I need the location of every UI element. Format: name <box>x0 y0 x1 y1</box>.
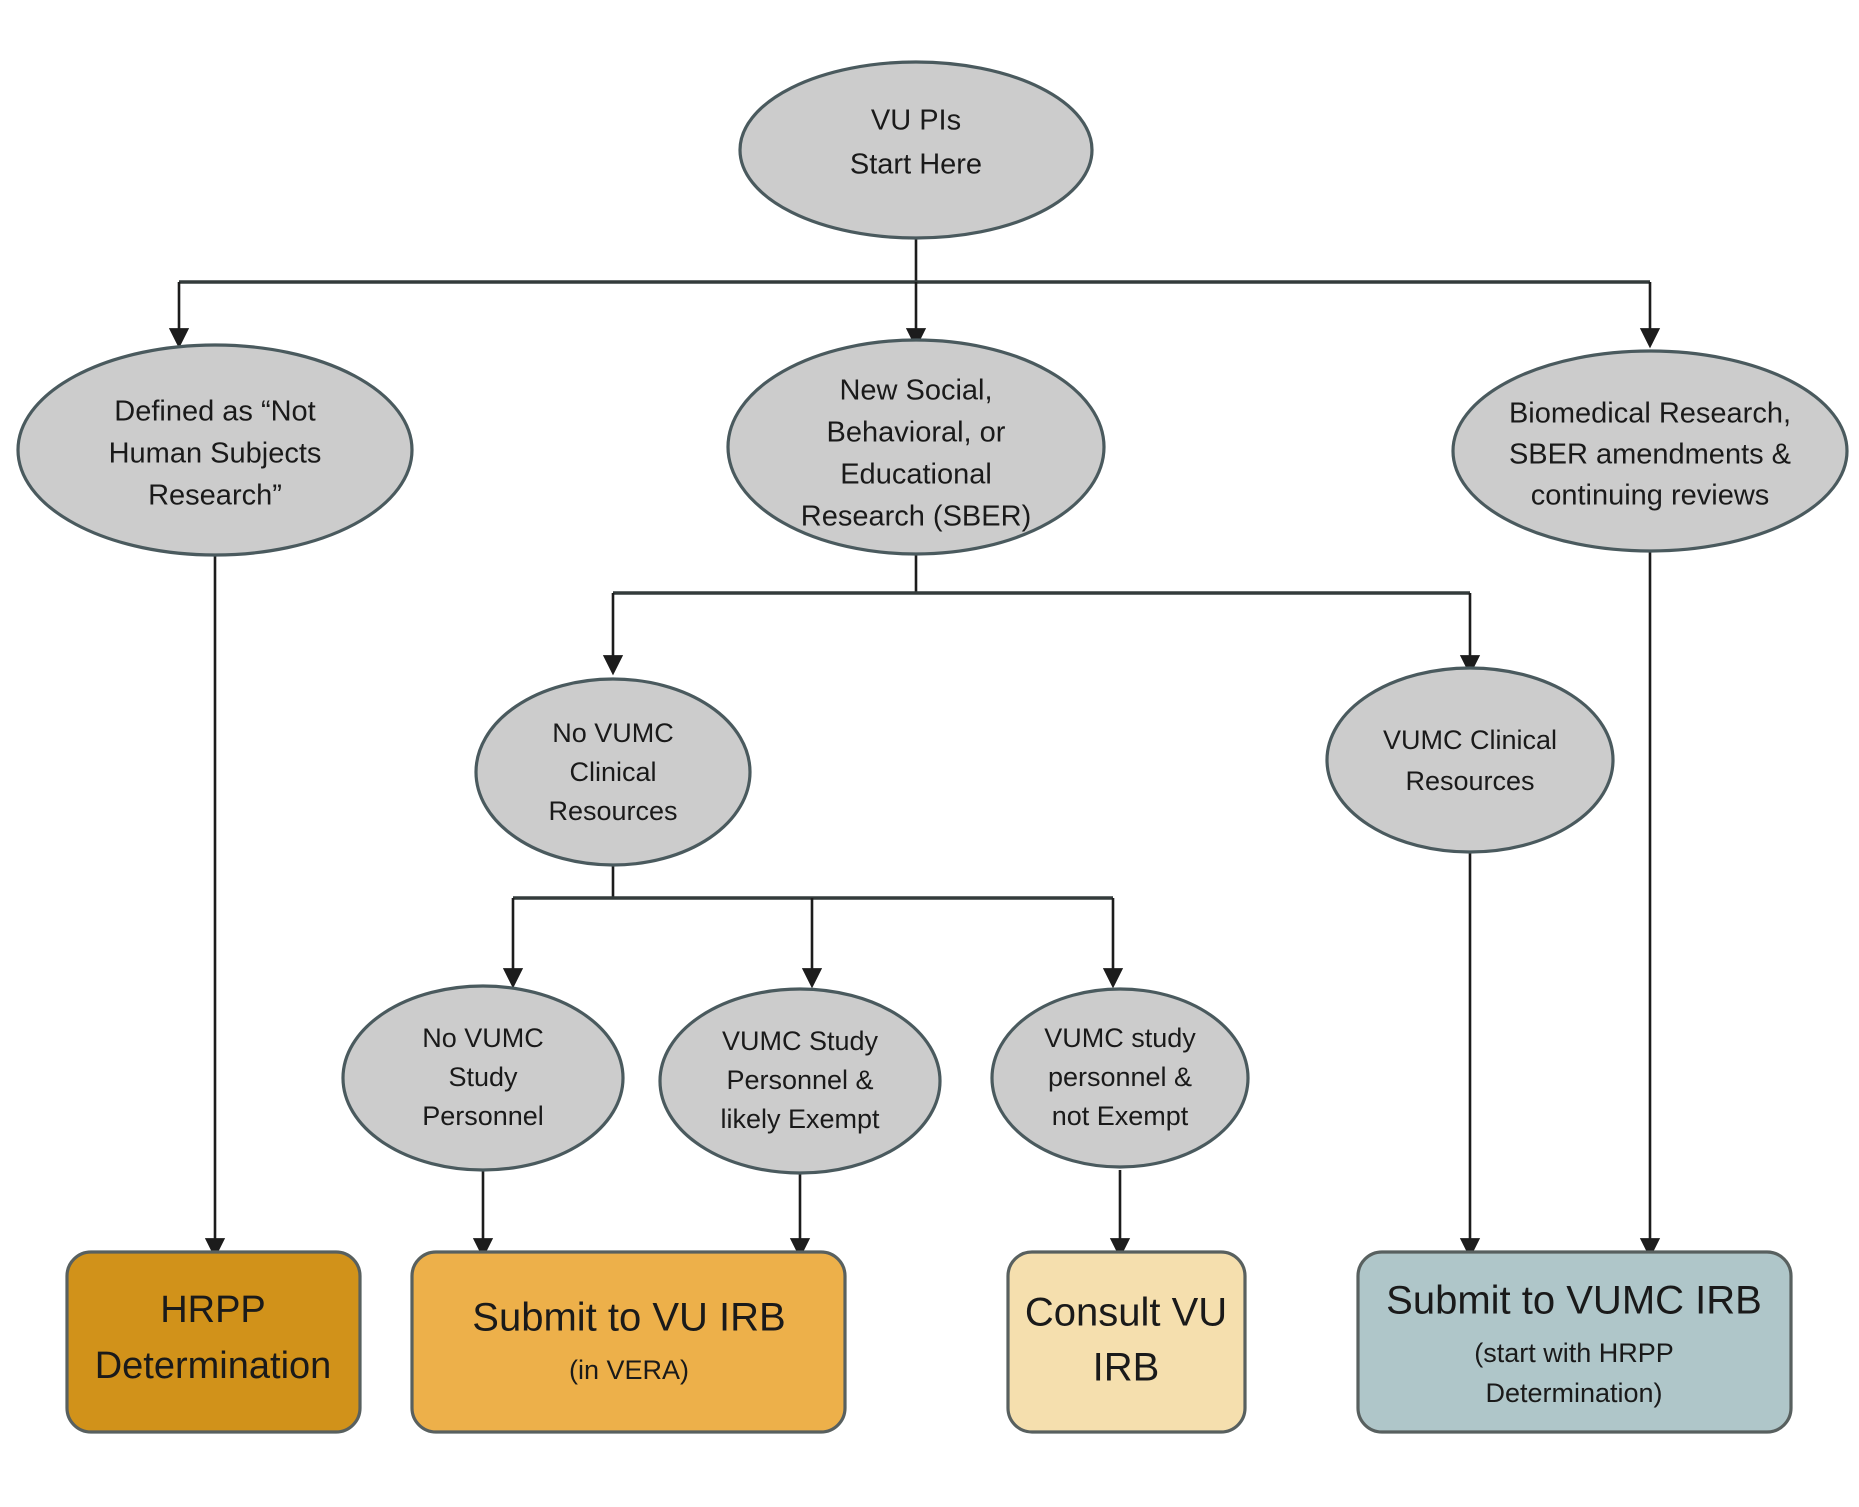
node-label-line: Submit to VU IRB <box>472 1296 785 1340</box>
node-vumc-study-personnel-not-exempt[interactable]: VUMC study personnel & not Exempt <box>990 987 1250 1169</box>
node-label-line: VUMC study <box>1044 1023 1196 1053</box>
node-label-line: VUMC Study <box>722 1026 879 1056</box>
node-sublabel-line: (in VERA) <box>569 1355 689 1385</box>
node-label-line: Biomedical Research, <box>1509 398 1791 430</box>
node-defined-as-not-human-subjects-research[interactable]: Defined as “Not Human Subjects Research” <box>16 343 414 557</box>
node-label-line: Defined as “Not <box>114 396 316 428</box>
node-vu-pis-start-here[interactable]: VU PIs Start Here <box>738 60 1094 240</box>
node-hrpp-determination[interactable]: HRPP Determination <box>65 1250 362 1434</box>
node-label-line: No VUMC <box>422 1023 544 1053</box>
node-sublabel-line: (start with HRPP <box>1474 1338 1674 1368</box>
node-label-line: New Social, <box>839 375 992 407</box>
node-label-line: Resources <box>548 796 677 826</box>
node-no-vumc-clinical-resources[interactable]: No VUMC Clinical Resources <box>474 677 752 867</box>
node-label-line: Submit to VUMC IRB <box>1386 1279 1762 1323</box>
node-label-line: Personnel <box>422 1101 544 1131</box>
node-label-line: not Exempt <box>1052 1101 1189 1131</box>
node-no-vumc-study-personnel[interactable]: No VUMC Study Personnel <box>341 984 625 1172</box>
node-label-line: No VUMC <box>552 718 674 748</box>
node-label-line: SBER amendments & <box>1509 439 1791 471</box>
node-label-line: continuing reviews <box>1531 480 1770 512</box>
node-label-line: Personnel & <box>726 1065 873 1095</box>
node-new-social-behavioral-educational-research[interactable]: New Social, Behavioral, or Educational R… <box>726 338 1106 556</box>
node-label-line: Resources <box>1405 766 1534 796</box>
node-vumc-clinical-resources[interactable]: VUMC Clinical Resources <box>1325 666 1615 854</box>
node-label-line: HRPP <box>160 1289 266 1331</box>
node-label-line: Clinical <box>569 757 656 787</box>
node-consult-vu-irb[interactable]: Consult VU IRB <box>1006 1250 1247 1434</box>
node-label-line: VUMC Clinical <box>1383 725 1557 755</box>
node-label-line: VU PIs <box>871 105 961 137</box>
node-vumc-study-personnel-likely-exempt[interactable]: VUMC Study Personnel & likely Exempt <box>658 987 942 1175</box>
node-label-line: Start Here <box>850 149 982 181</box>
node-biomedical-research-sber-amendments[interactable]: Biomedical Research, SBER amendments & c… <box>1451 349 1849 553</box>
node-submit-to-vumc-irb[interactable]: Submit to VUMC IRB (start with HRPP Dete… <box>1356 1250 1793 1434</box>
node-submit-to-vu-irb[interactable]: Submit to VU IRB (in VERA) <box>410 1250 847 1434</box>
node-sublabel-line: Determination) <box>1485 1378 1662 1408</box>
node-label-line: Educational <box>840 459 992 491</box>
node-label-line: IRB <box>1093 1346 1160 1390</box>
connector-layer <box>168 215 1661 1259</box>
node-label-line: likely Exempt <box>720 1104 880 1134</box>
node-label-line: Research (SBER) <box>801 501 1031 533</box>
node-label-line: Behavioral, or <box>827 417 1006 449</box>
node-label-line: Study <box>448 1062 518 1092</box>
node-label-line: Consult VU <box>1025 1291 1227 1335</box>
node-label-line: Research” <box>148 480 282 512</box>
node-label-line: Determination <box>95 1345 332 1387</box>
node-label-line: personnel & <box>1048 1062 1192 1092</box>
node-label-line: Human Subjects <box>109 438 322 470</box>
